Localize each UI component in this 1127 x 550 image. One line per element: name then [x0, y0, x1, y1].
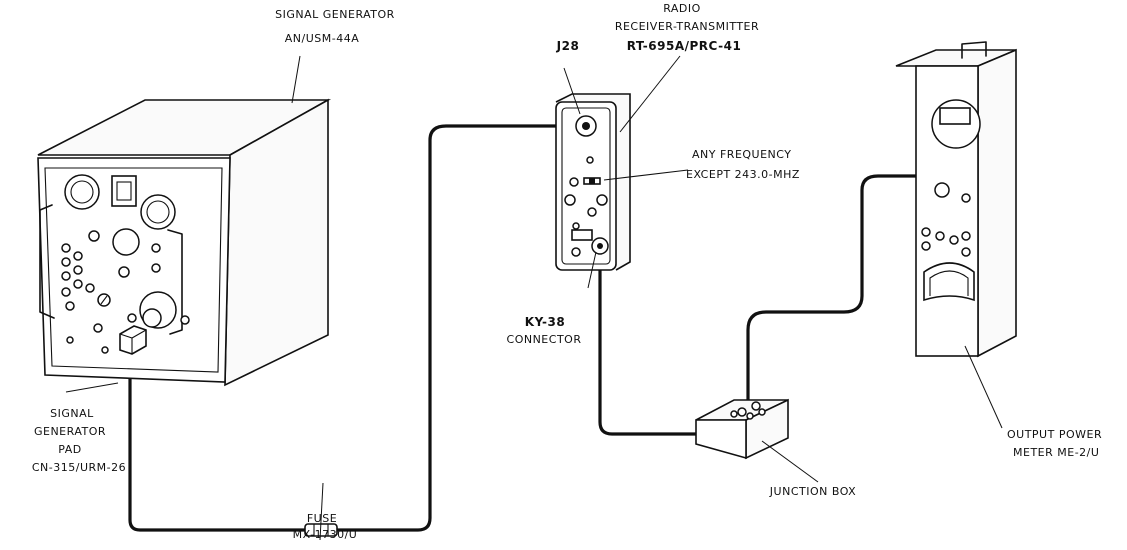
output-power-meter	[896, 42, 1016, 356]
any-frequency-label-line-1: ANY FREQUENCY	[692, 148, 791, 161]
j28-label: J28	[556, 39, 580, 53]
output-meter-label-line-1: OUTPUT POWER	[1007, 428, 1102, 441]
large-knob	[113, 229, 139, 255]
any-frequency-label-line-2: EXCEPT 243.0-MHZ	[686, 168, 800, 181]
radio-display-window	[572, 230, 592, 240]
fuse-label-line-2: MX-1730/U	[293, 528, 358, 541]
radio-receiver-transmitter	[556, 94, 630, 270]
left-meter	[65, 175, 99, 209]
output-meter-label-line-2: METER ME-2/U	[1013, 446, 1099, 459]
frequency-window	[112, 176, 136, 206]
radio-label-line-1: RADIO	[663, 2, 701, 15]
fuse-label-line-1: FUSE	[307, 512, 337, 525]
ky38-label-line-2: CONNECTOR	[507, 333, 582, 346]
radio-label-line-3: RT-695A/PRC-41	[627, 39, 742, 53]
ky38-label-line-1: KY-38	[525, 315, 565, 329]
signal-generator-label-line-1: SIGNAL GENERATOR	[275, 8, 395, 21]
right-meter	[141, 195, 175, 229]
radio-label-line-2: RECEIVER-TRANSMITTER	[615, 20, 759, 33]
power-meter-dial	[924, 263, 974, 300]
pad-label-line-1: SIGNAL	[50, 407, 94, 420]
signal-generator-label-line-2: AN/USM-44A	[285, 32, 359, 45]
signal-generator	[38, 100, 328, 385]
pad-label-line-2: GENERATOR	[34, 425, 106, 438]
junction-box-label: JUNCTION BOX	[769, 485, 856, 498]
pad-label-line-4: CN-315/URM-26	[32, 461, 126, 474]
pad-label-line-3: PAD	[58, 443, 81, 456]
cable-junction-box-to-meter	[748, 176, 934, 408]
cable-radio-to-junction-box	[600, 246, 696, 434]
junction-box	[696, 400, 788, 458]
